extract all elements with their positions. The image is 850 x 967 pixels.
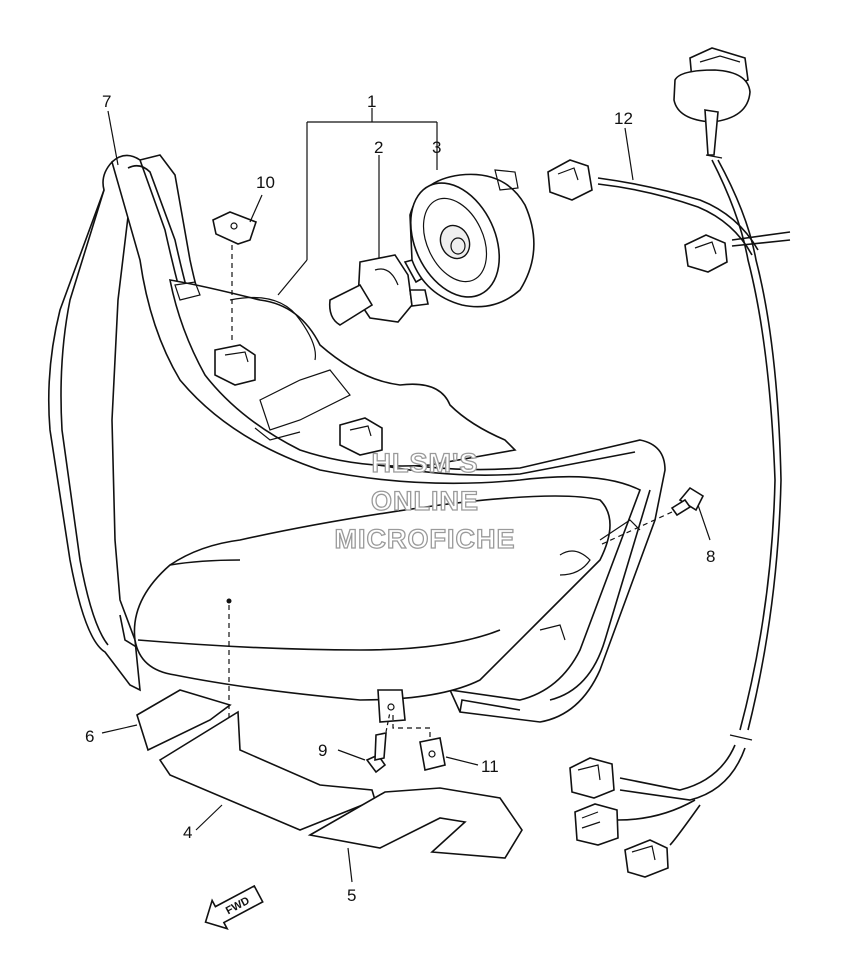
- bulb-cover-part-3: [409, 169, 535, 308]
- leader-part-7: [107, 110, 119, 166]
- panel-part-4: [158, 710, 376, 831]
- clip-part-10: [212, 194, 263, 340]
- label-part-12: 12: [614, 109, 633, 128]
- watermark-line-3: MICROFICHE: [335, 524, 516, 554]
- label-part-3: 3: [432, 138, 441, 157]
- label-part-11: 11: [481, 757, 499, 776]
- label-part-10: 10: [256, 173, 275, 192]
- label-part-5: 5: [347, 886, 356, 905]
- headlight-lower-shell: [133, 495, 641, 790]
- label-part-7: 7: [102, 92, 111, 111]
- label-part-4: 4: [183, 823, 192, 842]
- watermark: HLSM'S ONLINE MICROFICHE: [334, 447, 516, 554]
- nut-clip-part-11: [392, 715, 479, 771]
- screw-part-9: [337, 711, 391, 774]
- wiring-harness-part-12: [547, 47, 791, 878]
- forward-direction-arrow-icon: FWD: [204, 884, 264, 931]
- headlight-lens-part-7: [47, 154, 666, 723]
- label-part-1: 1: [367, 92, 376, 111]
- callout-part-1: [277, 108, 438, 296]
- label-part-8: 8: [706, 547, 715, 566]
- cover-part-6: [101, 689, 232, 752]
- watermark-line-2: ONLINE: [371, 486, 479, 516]
- label-part-9: 9: [318, 741, 327, 760]
- watermark-line-1: HLSM'S: [372, 448, 479, 478]
- headlight-rear-body: [168, 279, 517, 467]
- screw-part-8: [599, 486, 711, 546]
- panel-part-5: [307, 787, 523, 883]
- label-part-2: 2: [374, 138, 383, 157]
- label-part-6: 6: [85, 727, 94, 746]
